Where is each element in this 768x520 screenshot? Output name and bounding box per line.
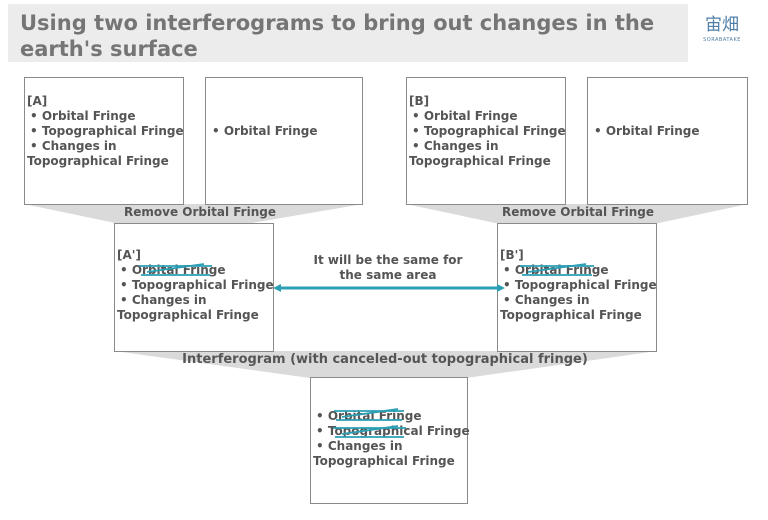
box-a: [A] • Orbital Fringe • Topographical Fri… xyxy=(24,77,184,205)
box-a-item: • Orbital Fringe xyxy=(30,109,136,123)
box-a-prime: [A'] • Orbital Fringe • Topographical Fr… xyxy=(114,223,274,352)
box-b-item: Topographical Fringe xyxy=(409,154,551,168)
strike-a-prime-orbital xyxy=(139,263,212,276)
box-a-item: Topographical Fringe xyxy=(27,154,169,168)
box-a-prime-item: • Changes in xyxy=(120,293,207,307)
box-a-orbital-item: • Orbital Fringe xyxy=(212,124,318,138)
box-a-prime-label: [A'] xyxy=(117,248,141,262)
box-b-item: • Changes in xyxy=(412,139,499,153)
strike-result-topographical xyxy=(333,425,406,438)
box-b-prime-label: [B'] xyxy=(500,248,524,262)
box-b-prime-item: Topographical Fringe xyxy=(500,308,642,322)
box-b-prime-item: • Changes in xyxy=(503,293,590,307)
box-b-orbital-item: • Orbital Fringe xyxy=(594,124,700,138)
box-result-item: Topographical Fringe xyxy=(313,454,455,468)
remove-orbital-label-right: Remove Orbital Fringe xyxy=(502,205,654,219)
funnel-left-top xyxy=(24,204,363,224)
same-area-note-line: the same area xyxy=(339,268,437,282)
logo-text: SORABATAKE xyxy=(703,37,741,43)
sorabatake-logo: 宙畑 SORABATAKE xyxy=(698,14,746,50)
box-b-orbital: • Orbital Fringe xyxy=(587,77,748,205)
funnel-bottom xyxy=(114,351,657,378)
page-title: Using two interferograms to bring out ch… xyxy=(20,11,655,61)
strike-b-prime-orbital xyxy=(520,263,594,276)
same-area-note: It will be the same for the same area xyxy=(300,253,476,283)
box-a-prime-item: • Topographical Fringe xyxy=(120,278,274,292)
box-b-item: • Topographical Fringe xyxy=(412,124,566,138)
box-b-item: • Orbital Fringe xyxy=(412,109,518,123)
box-a-item: • Changes in xyxy=(30,139,117,153)
box-b-prime-item: • Topographical Fringe xyxy=(503,278,657,292)
title-bar: Using two interferograms to bring out ch… xyxy=(8,4,688,62)
funnel-right-top xyxy=(406,204,748,224)
interferogram-label: Interferogram (with canceled-out topogra… xyxy=(182,352,588,367)
remove-orbital-label-left: Remove Orbital Fringe xyxy=(124,205,276,219)
box-a-orbital: • Orbital Fringe xyxy=(205,77,363,205)
box-a-prime-item: Topographical Fringe xyxy=(117,308,259,322)
box-b-label: [B] xyxy=(409,94,430,108)
box-a-item: • Topographical Fringe xyxy=(30,124,184,138)
same-area-note-line: It will be the same for xyxy=(313,253,463,267)
box-b: [B] • Orbital Fringe • Topographical Fri… xyxy=(406,77,566,205)
box-result-item: • Changes in xyxy=(316,439,403,453)
strike-result-orbital xyxy=(334,408,404,421)
logo-glyphs: 宙畑 xyxy=(705,15,739,35)
box-a-label: [A] xyxy=(27,94,48,108)
